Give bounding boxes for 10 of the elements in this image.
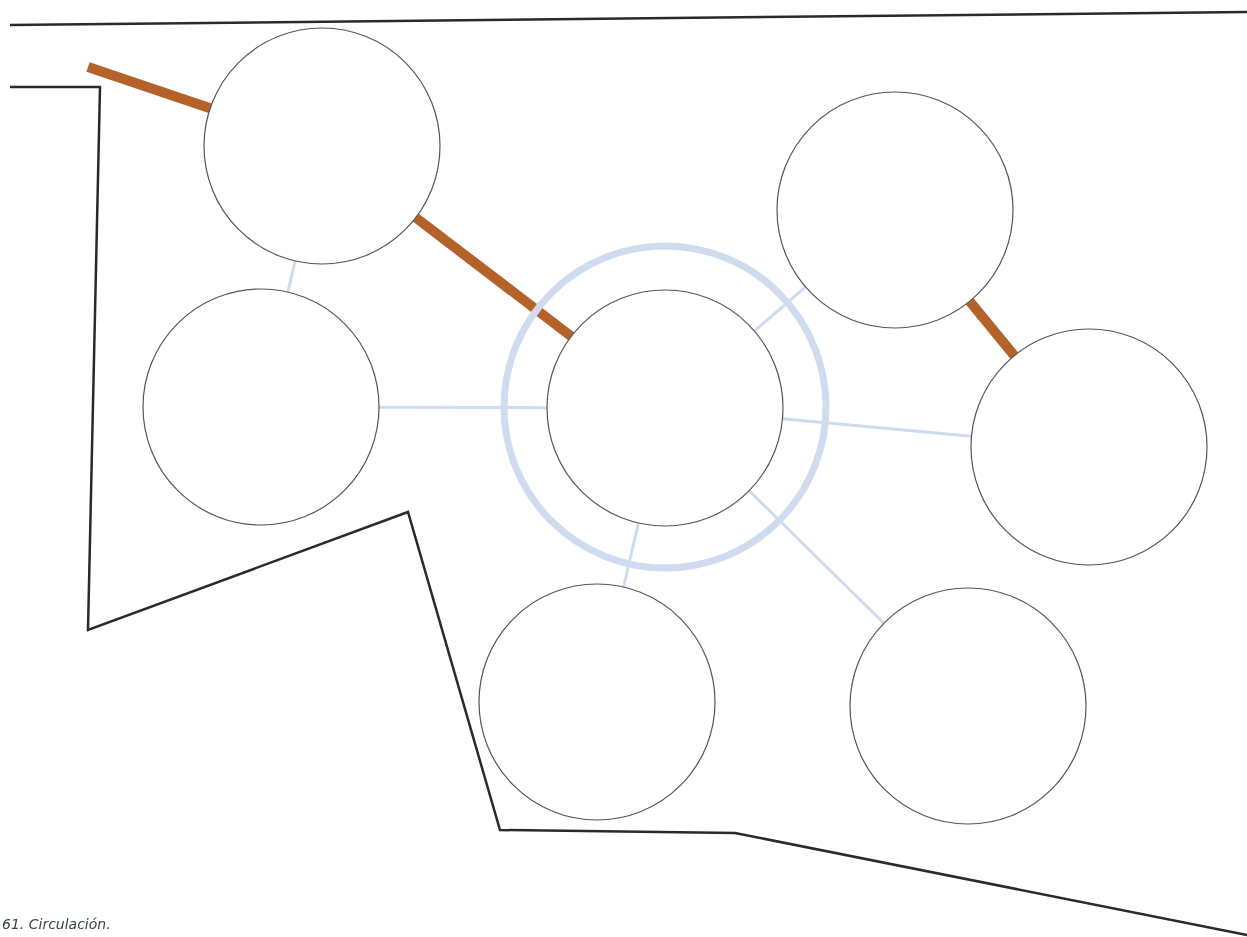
thick-path-line [86,62,212,113]
path-line [622,522,640,588]
thick-path-line [412,213,575,341]
path-line [748,489,885,625]
caption: 61. Circulación. [2,916,111,932]
path-line [286,260,297,293]
thick-path-line [965,298,1019,359]
path-line [753,285,807,333]
path-line [379,405,547,410]
path-line [782,417,972,438]
